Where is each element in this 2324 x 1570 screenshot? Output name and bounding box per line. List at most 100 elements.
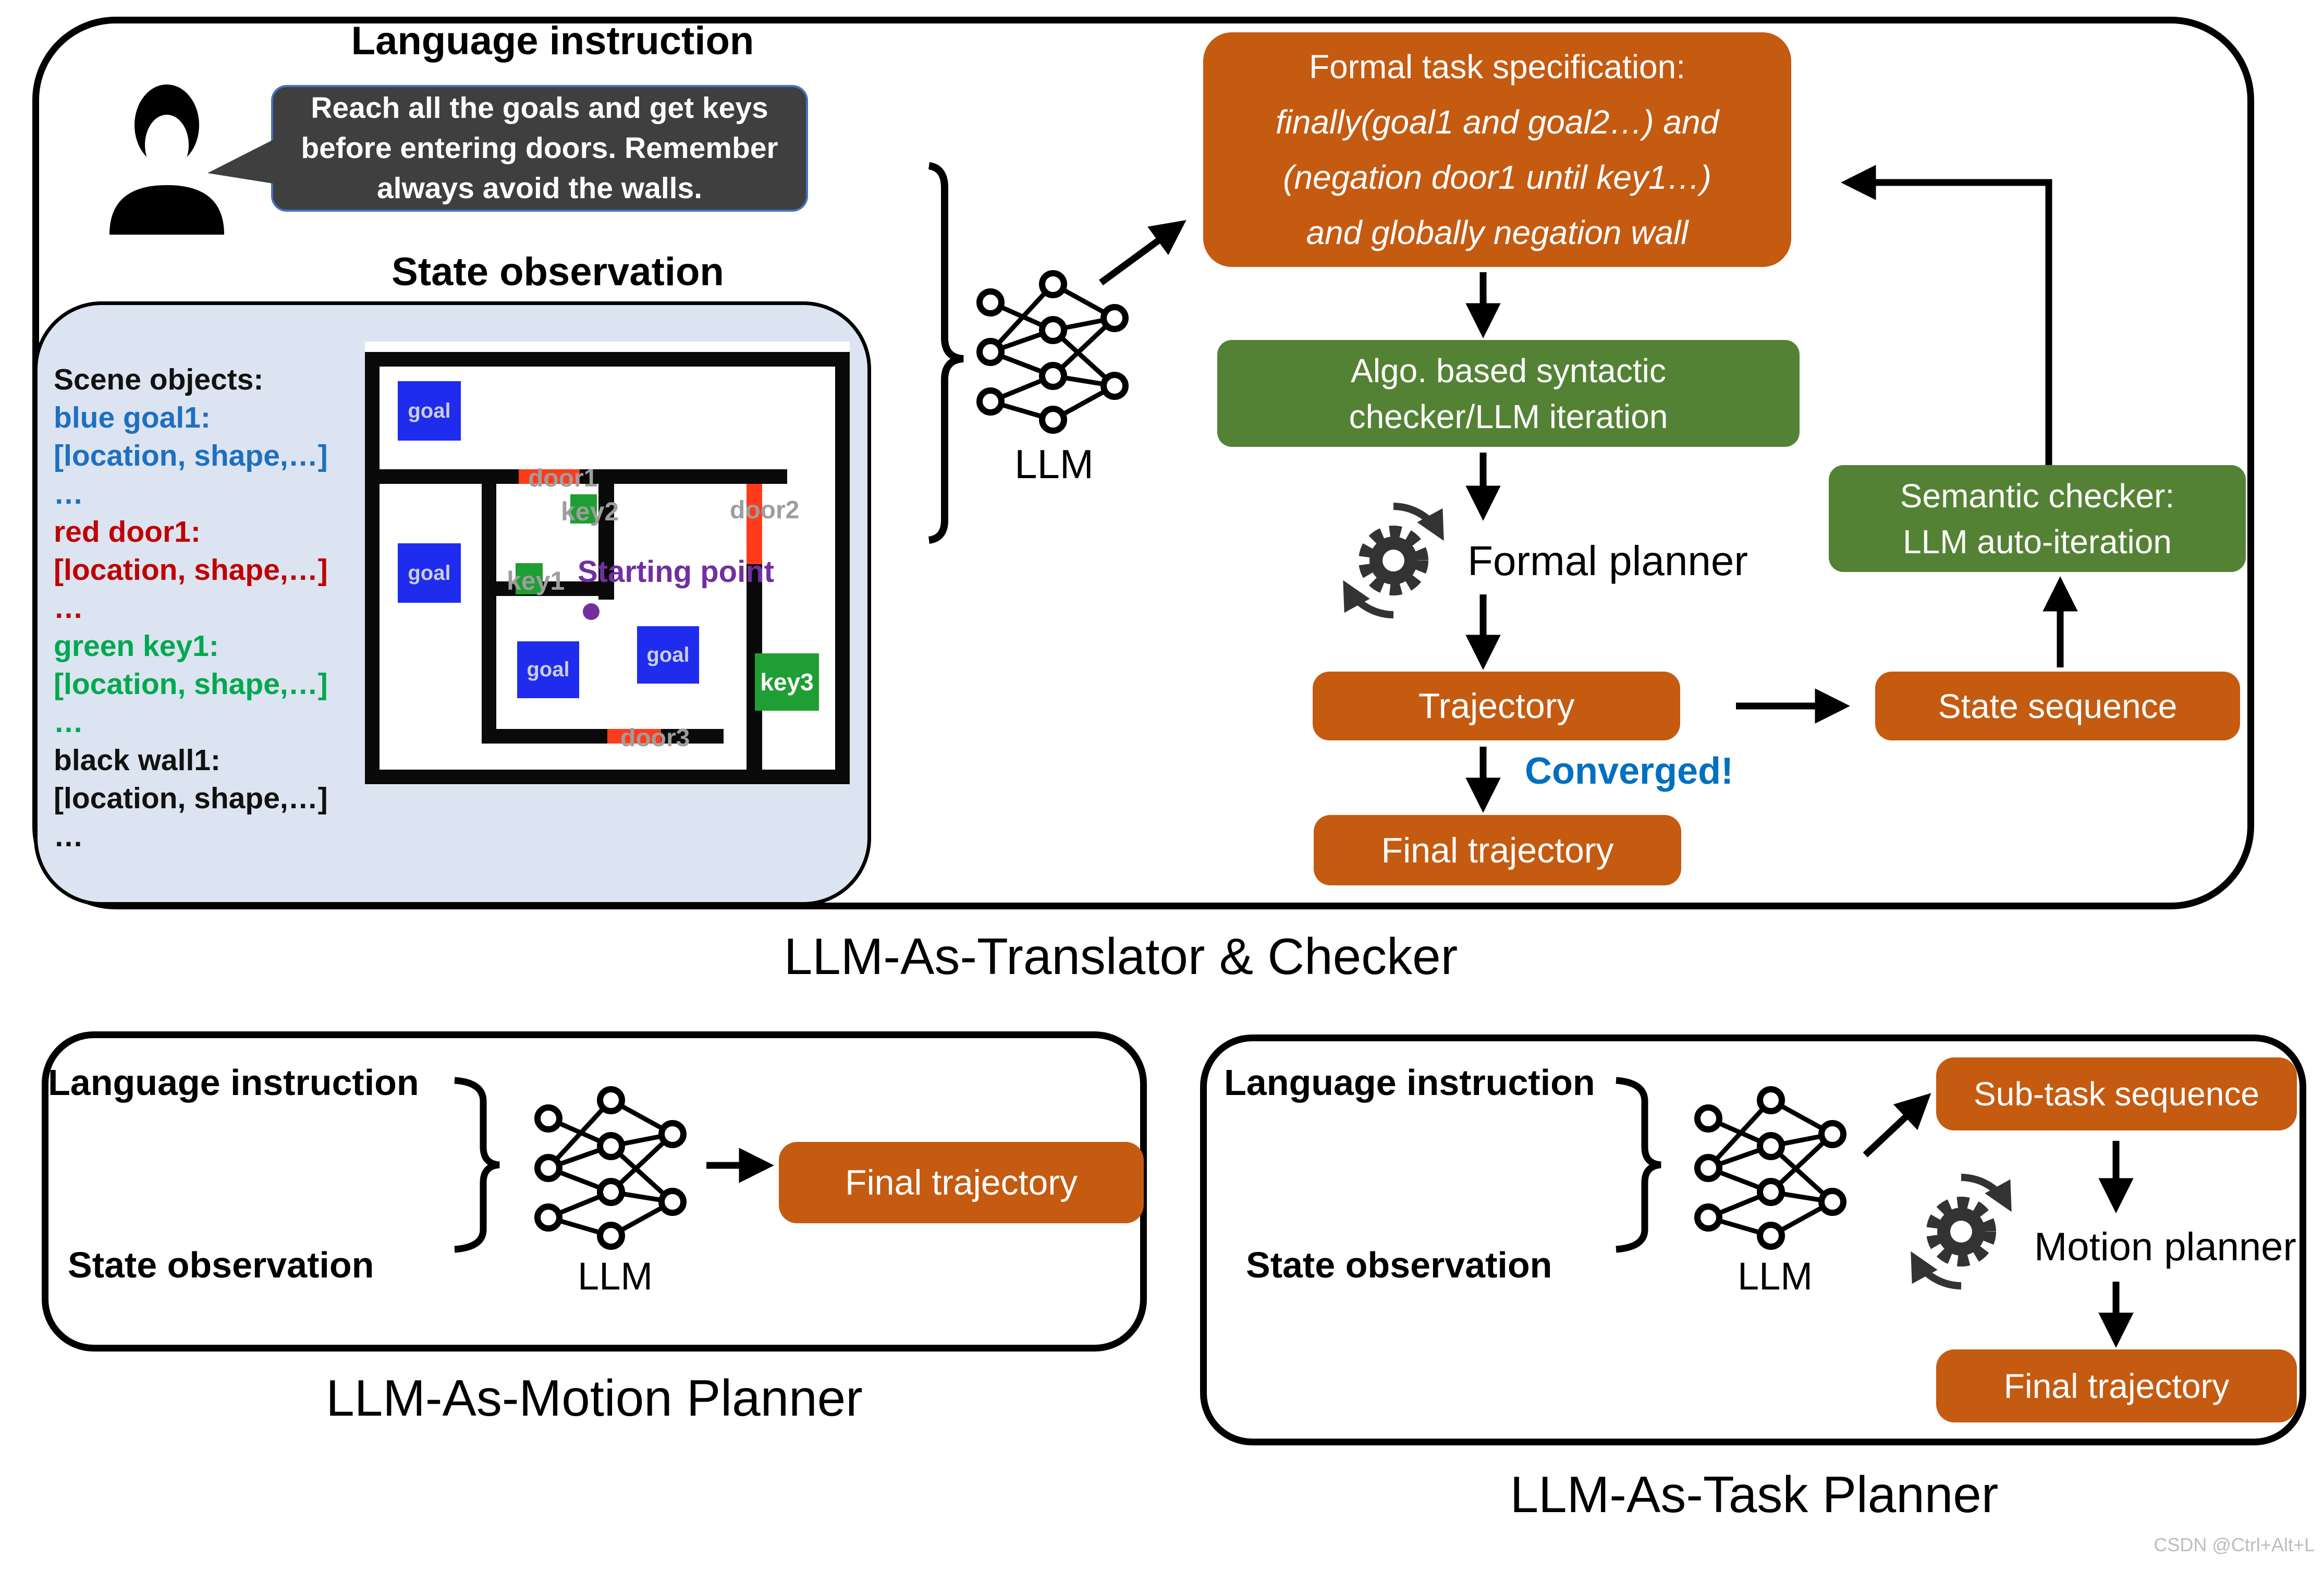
syntactic-checker-box: Algo. based syntactic checker/LLM iterat… [1217,340,1800,447]
maze-goal: goal [637,626,699,684]
arrow-llm-to-spec [1099,220,1187,286]
key1-label: key1 [507,566,565,595]
scene-line: [location, shape,…] [54,439,328,472]
input-brace [454,1077,500,1253]
maze-key2 [570,494,597,524]
scene-line: … [54,705,83,739]
starting-point-dot [583,603,600,620]
maze-wall [365,352,850,367]
subtask-sequence-box: Sub-task sequence [1936,1057,2297,1130]
maze-wall [365,770,850,784]
semantic-line: Semantic checker: [1900,477,2175,515]
language-instruction-title: Language instruction [48,1062,419,1103]
final-trajectory-label: Final trajectory [2003,1367,2230,1405]
speech-bubble-line: always avoid the walls. [376,172,703,205]
door1-label: door1 [528,465,598,492]
syntactic-line: Algo. based syntactic [1351,351,1666,390]
llm-network-icon [537,1089,683,1247]
watermark: CSDN @Ctrl+Alt+L [2154,1534,2315,1555]
input-brace [1616,1077,1661,1253]
maze-door2 [747,484,762,564]
arrow-semantic-to-spec-feedback [1841,165,2052,465]
subtask-sequence-label: Sub-task sequence [1974,1075,2259,1113]
scene-line: Scene objects: [54,363,264,396]
state-sequence-box: State sequence [1875,672,2240,740]
spec-line: (negation door1 until key1…) [1283,159,1711,196]
scene-line: … [54,477,83,510]
scene-line: blue goal1: [54,401,211,434]
semantic-line: LLM auto-iteration [1903,522,2172,561]
maze-goal: goal [517,641,579,698]
scene-line: … [54,820,83,853]
maze-map: goal goal goal goal key3 door1 door2 doo… [365,342,850,785]
maze-door3 [607,729,661,744]
maze-wall [482,729,724,744]
state-observation-title: State observation [392,250,724,294]
llm-label: LLM [578,1255,653,1298]
goal-label: goal [408,561,451,585]
maze-goal: goal [398,543,461,603]
person-icon [109,84,224,235]
task-caption: LLM-As-Task Planner [1510,1466,1999,1523]
maze-wall [365,352,380,784]
llm-network-icon [1697,1089,1843,1247]
formal-planner-gear-icon [1347,506,1440,615]
llm-label: LLM [1014,441,1094,487]
motion-caption: LLM-As-Motion Planner [326,1369,863,1427]
spec-line: and globally negation wall [1306,214,1689,251]
motion-planner-label: Motion planner [2034,1225,2296,1269]
state-observation-title: State observation [68,1245,374,1285]
speech-bubble-line: Reach all the goals and get keys [311,91,768,125]
speech-bubble: Reach all the goals and get keys before … [271,85,808,212]
maze-door1 [519,469,580,484]
key2-label: key2 [561,497,619,526]
trajectory-box: Trajectory [1313,672,1680,740]
spec-line: finally(goal1 and goal2…) and [1275,103,1719,141]
scene-line: black wall1: [54,744,221,777]
state-observation-title: State observation [1246,1245,1552,1285]
goal-label: goal [527,658,570,681]
scene-line: … [54,591,83,625]
translator-caption: LLM-As-Translator & Checker [784,928,1458,985]
arrow-llm-to-subtask [1863,1093,1931,1158]
starting-point-label: Starting point [578,555,774,589]
maze-wall [835,352,850,784]
formal-task-spec-box: Formal task specification: finally(goal1… [1203,32,1791,267]
scene-line: [location, shape,…] [54,782,328,815]
maze-goal: goal [398,381,461,441]
maze-key3: key3 [755,653,819,711]
key3-label: key3 [760,668,814,696]
maze-wall [482,581,614,596]
scene-line: [location, shape,…] [54,553,328,587]
door2-label: door2 [730,496,800,524]
scene-line: green key1: [54,629,219,663]
speech-bubble-line: before entering doors. Remember [301,131,778,165]
maze-wall [482,469,496,743]
language-instruction-title: Language instruction [1224,1062,1595,1103]
goal-label: goal [646,643,690,666]
final-trajectory-label: Final trajectory [1381,830,1614,870]
scene-line: red door1: [54,515,201,549]
state-sequence-label: State sequence [1938,687,2178,725]
syntactic-line: checker/LLM iteration [1349,397,1668,435]
scene-line: [location, shape,…] [54,667,328,701]
motion-planner-gear-icon [1914,1177,2008,1286]
semantic-checker-box: Semantic checker: LLM auto-iteration [1829,465,2246,572]
converged-label: Converged! [1525,750,1734,792]
llm-label: LLM [1738,1255,1813,1298]
goal-label: goal [408,399,451,422]
llm-network-icon [980,273,1126,431]
maze-wall [598,469,614,600]
final-trajectory-label: Final trajectory [845,1163,1078,1202]
formal-planner-label: Formal planner [1467,538,1748,584]
final-trajectory-box: Final trajectory [779,1142,1144,1223]
speech-bubble-tail [207,140,273,184]
language-instruction-title: Language instruction [351,19,754,63]
maze-key1 [516,563,543,594]
input-brace [928,162,964,544]
trajectory-label: Trajectory [1418,686,1575,726]
final-trajectory-box: Final trajectory [1936,1349,2297,1422]
spec-title: Formal task specification: [1308,48,1686,86]
